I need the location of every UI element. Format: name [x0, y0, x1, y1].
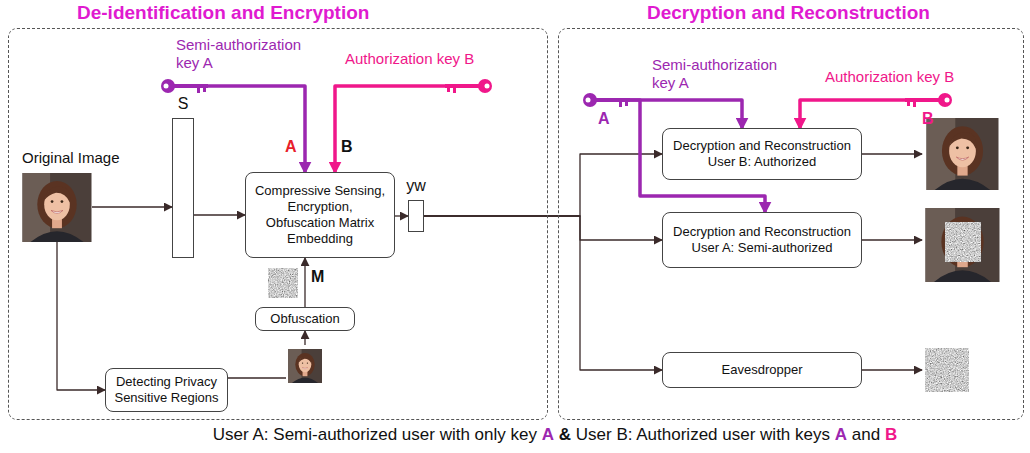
node-text: Original Image	[22, 149, 120, 166]
connector-arrow	[228, 331, 305, 378]
connector-arrow	[92, 206, 172, 207]
connector-arrow	[57, 242, 105, 390]
connector-arrow	[630, 100, 742, 128]
node-text: Decryption and Reconstruction User B: Au…	[668, 138, 856, 170]
key-icon	[445, 79, 492, 93]
connector-arrow	[424, 216, 662, 240]
process-box: Decryption and Reconstruction User A: Se…	[662, 212, 862, 268]
node-text: Decryption and Reconstruction User A: Se…	[668, 224, 856, 256]
panel-title: Decryption and Reconstruction	[647, 2, 930, 24]
original-photo	[23, 173, 92, 242]
connector-arrow	[395, 215, 408, 216]
caption: User A: Semi-authorized user with only k…	[80, 425, 1030, 445]
node-text: yw	[406, 177, 426, 195]
deidentified-photo	[926, 208, 1000, 282]
noise-image	[925, 348, 969, 392]
output-arrow	[862, 369, 922, 370]
key-label: Semi-authorization key A	[176, 36, 316, 72]
edge-label: B	[922, 110, 934, 128]
obfuscation-matrix	[268, 268, 298, 298]
node-text: S	[178, 95, 189, 113]
process-box: Decryption and Reconstruction User B: Au…	[662, 128, 862, 180]
output-arrow	[862, 153, 922, 154]
reconstructed-photo	[927, 118, 999, 190]
node-text: Authorization key B	[825, 68, 980, 86]
node-text: Compressive Sensing, Encryption, Obfusca…	[251, 183, 389, 247]
connector-arrow	[424, 154, 662, 216]
node-text: Detecting Privacy Sensitive Regions	[111, 374, 222, 406]
image-node: Original Image	[22, 173, 92, 242]
output-arrow	[862, 239, 922, 240]
region-photo	[288, 349, 322, 383]
node-text: Eavesdropper	[722, 362, 803, 378]
vector-box: S	[172, 118, 194, 258]
process-box: Compressive Sensing, Encryption, Obfusca…	[245, 172, 395, 258]
vector-box: yw	[408, 200, 424, 232]
node-text: Semi-authorization key A	[652, 56, 792, 92]
key-label: Authorization key B	[345, 50, 495, 68]
key-label: Semi-authorization key A	[652, 56, 792, 92]
node-text: Authorization key B	[345, 50, 495, 68]
process-box: Eavesdropper	[662, 352, 862, 388]
edge-label: B	[341, 138, 353, 156]
key-icon	[161, 79, 208, 93]
face-noise	[945, 222, 981, 262]
stage-panel: De-identification and EncryptionSemi-aut…	[8, 28, 548, 420]
edge-label: A	[598, 110, 610, 128]
connector-arrow	[194, 214, 245, 215]
key-icon	[905, 93, 952, 107]
connector-arrow	[304, 258, 305, 307]
connector-arrow	[424, 216, 662, 370]
node-text: Obfuscation	[270, 311, 339, 327]
edge-label: M	[311, 268, 324, 286]
node-text: Semi-authorization key A	[176, 36, 316, 72]
connector-arrow	[800, 100, 906, 128]
panel-title: De-identification and Encryption	[77, 2, 369, 24]
process-box: Detecting Privacy Sensitive Regions	[105, 368, 228, 412]
key-label: Authorization key B	[825, 68, 980, 86]
edge-label: A	[285, 138, 297, 156]
stage-panel: Decryption and ReconstructionSemi-author…	[558, 28, 1024, 420]
process-box: Obfuscation	[255, 307, 355, 331]
connector-arrow	[207, 86, 305, 172]
key-icon	[583, 93, 630, 107]
connector-arrow	[335, 86, 446, 172]
